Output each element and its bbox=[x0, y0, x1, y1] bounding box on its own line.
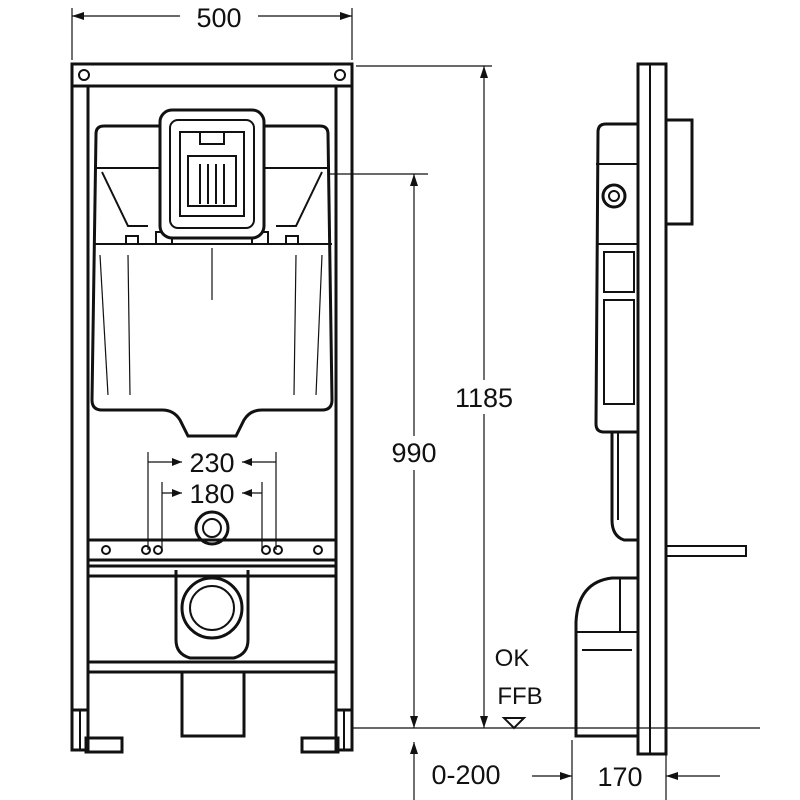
dimension-height-total: 1185 bbox=[356, 65, 513, 728]
dimension-spacing-outer-label: 230 bbox=[189, 448, 234, 478]
frame-left-post bbox=[70, 84, 124, 754]
dimension-depth: 170 bbox=[532, 740, 720, 800]
dimension-floor-adjust: 0-200 bbox=[410, 742, 501, 800]
dimension-spacing-inner: 180 bbox=[161, 479, 263, 550]
floor-level-marker: OK FFB bbox=[495, 645, 543, 730]
floor-marker-line2: FFB bbox=[497, 683, 542, 710]
frame-top-rail bbox=[70, 62, 354, 88]
side-inlet-pipe bbox=[665, 545, 747, 557]
dimension-spacing-inner-label: 180 bbox=[189, 479, 234, 509]
mounting-bar bbox=[86, 538, 338, 562]
front-view: 500 bbox=[70, 3, 560, 754]
cistern-side bbox=[594, 122, 640, 542]
dimension-depth-label: 170 bbox=[597, 762, 642, 792]
dimension-width: 500 bbox=[71, 3, 353, 60]
frame-right-post bbox=[300, 84, 354, 754]
lower-frame bbox=[86, 564, 338, 738]
water-inlet-fitting bbox=[194, 510, 230, 546]
dimension-height-tank: 990 bbox=[330, 173, 437, 728]
floor-marker-line1: OK bbox=[495, 645, 530, 672]
side-drain-elbow bbox=[574, 576, 639, 738]
dimension-floor-adjust-label: 0-200 bbox=[431, 760, 500, 790]
dimension-width-label: 500 bbox=[196, 3, 241, 33]
side-post bbox=[636, 62, 668, 756]
side-view bbox=[560, 62, 760, 756]
dimension-height-total-label: 1185 bbox=[455, 383, 513, 413]
flush-actuator-box bbox=[158, 108, 266, 240]
dimension-spacing-outer: 230 bbox=[147, 448, 277, 550]
dimension-height-tank-label: 990 bbox=[391, 438, 436, 468]
